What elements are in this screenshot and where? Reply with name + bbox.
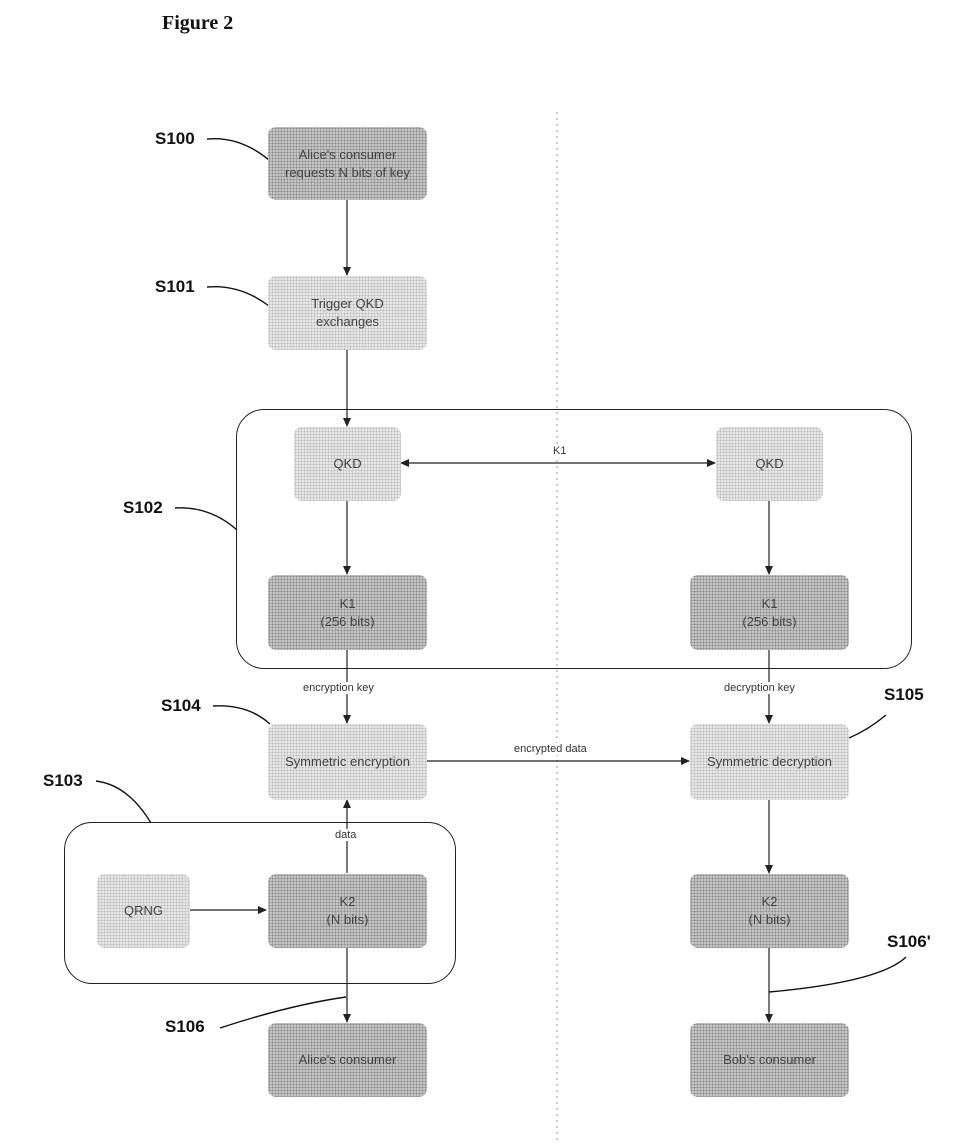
node-bob-consumer: Bob's consumer: [690, 1023, 849, 1097]
node-k2-left: K2 (N bits): [268, 874, 427, 948]
leader-s106p: [769, 957, 906, 992]
node-symmetric-encryption: Symmetric encryption: [268, 724, 427, 800]
node-qrng: QRNG: [97, 874, 190, 948]
node-k2-right: K2 (N bits): [690, 874, 849, 948]
leader-s104: [213, 706, 270, 724]
step-label-s106-prime: S106': [887, 932, 931, 952]
step-label-s105: S105: [884, 685, 924, 705]
leader-s102: [175, 508, 237, 530]
node-k1-left: K1 (256 bits): [268, 575, 427, 650]
edge-label-k1: K1: [551, 445, 568, 457]
edge-label-encryption-key: encryption key: [301, 682, 376, 694]
leader-s100: [207, 139, 269, 160]
edge-label-encrypted-data: encrypted data: [512, 743, 589, 755]
node-k1-right: K1 (256 bits): [690, 575, 849, 650]
step-label-s100: S100: [155, 129, 195, 149]
node-alice-consumer: Alice's consumer: [268, 1023, 427, 1097]
leader-s101: [207, 287, 269, 306]
leader-s105: [849, 715, 886, 738]
step-label-s104: S104: [161, 696, 201, 716]
leader-s103: [96, 781, 151, 823]
node-alice-request: Alice's consumer requests N bits of key: [268, 127, 427, 200]
edge-label-decryption-key: decryption key: [722, 682, 797, 694]
node-trigger-qkd: Trigger QKD exchanges: [268, 276, 427, 350]
node-qkd-right: QKD: [716, 427, 823, 501]
step-label-s106: S106: [165, 1017, 205, 1037]
edge-label-data: data: [333, 829, 358, 841]
step-label-s103: S103: [43, 771, 83, 791]
step-label-s101: S101: [155, 277, 195, 297]
node-qkd-left: QKD: [294, 427, 401, 501]
step-label-s102: S102: [123, 498, 163, 518]
node-symmetric-decryption: Symmetric decryption: [690, 724, 849, 800]
